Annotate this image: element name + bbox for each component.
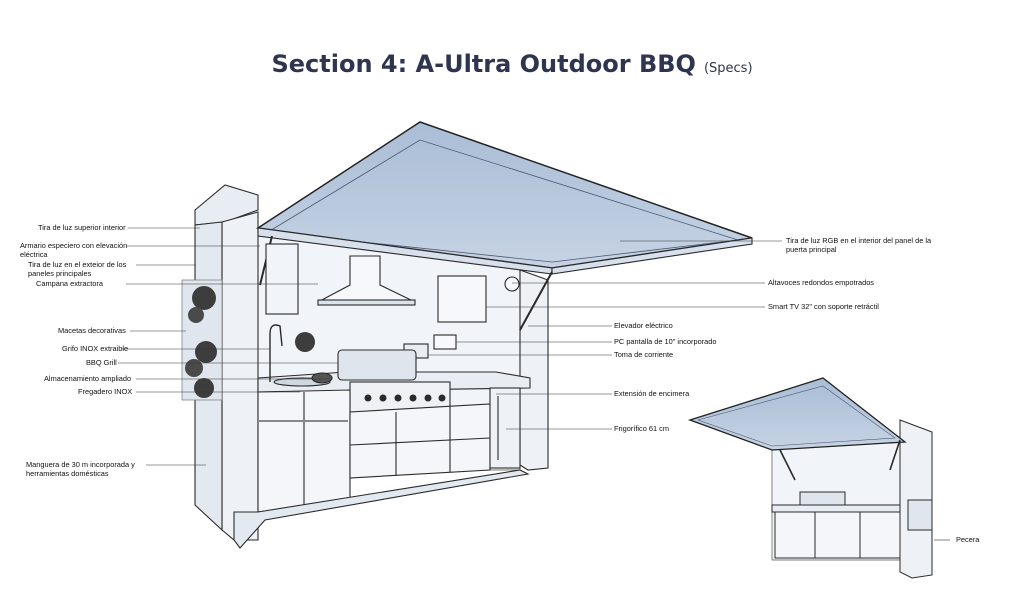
label-pc: PC pantalla de 10" incorporado (614, 337, 717, 346)
diagram-title: Section 4: A-Ultra Outdoor BBQ (Specs) (0, 50, 1024, 78)
main-bbq-unit (181, 121, 753, 549)
label-bbq: BBQ Grill (86, 358, 117, 367)
leader-lines (118, 227, 950, 541)
label-manguera: Manguera de 30 m incorporada y herramien… (26, 460, 135, 478)
label-campana: Campana extractora (36, 279, 103, 288)
label-tira-superior: Tira de luz superior interior (38, 223, 126, 232)
label-altavoces: Altavoces redondos empotrados (768, 278, 874, 287)
title-main: Section 4: A-Ultra Outdoor BBQ (271, 50, 696, 78)
label-tira-rgb: Tira de luz RGB en el interior del panel… (786, 236, 932, 254)
label-macetas: Macetas decorativas (58, 326, 126, 335)
label-extension: Extensión de encimera (614, 389, 690, 398)
inset-bbq-unit (687, 377, 933, 579)
label-armario: Armario especiero con elevación eléctric… (20, 241, 128, 259)
label-toma: Toma de corriente (614, 350, 674, 359)
label-frigorifico: Frigorífico 61 cm (614, 424, 670, 433)
label-tira-exterior: Tira de luz en el exteior de los paneles… (28, 260, 127, 278)
label-grifo: Grifo INOX extraible (62, 344, 129, 353)
label-smart-tv: Smart TV 32" con soporte retráctil (768, 302, 879, 311)
label-elevador: Elevador eléctrico (614, 321, 673, 330)
label-pecera: Pecera (956, 535, 980, 544)
label-almacenamiento: Almacenamiento ampliado (44, 374, 132, 383)
title-sub: (Specs) (703, 61, 753, 76)
label-fregadero: Fregadero INOX (78, 387, 133, 396)
